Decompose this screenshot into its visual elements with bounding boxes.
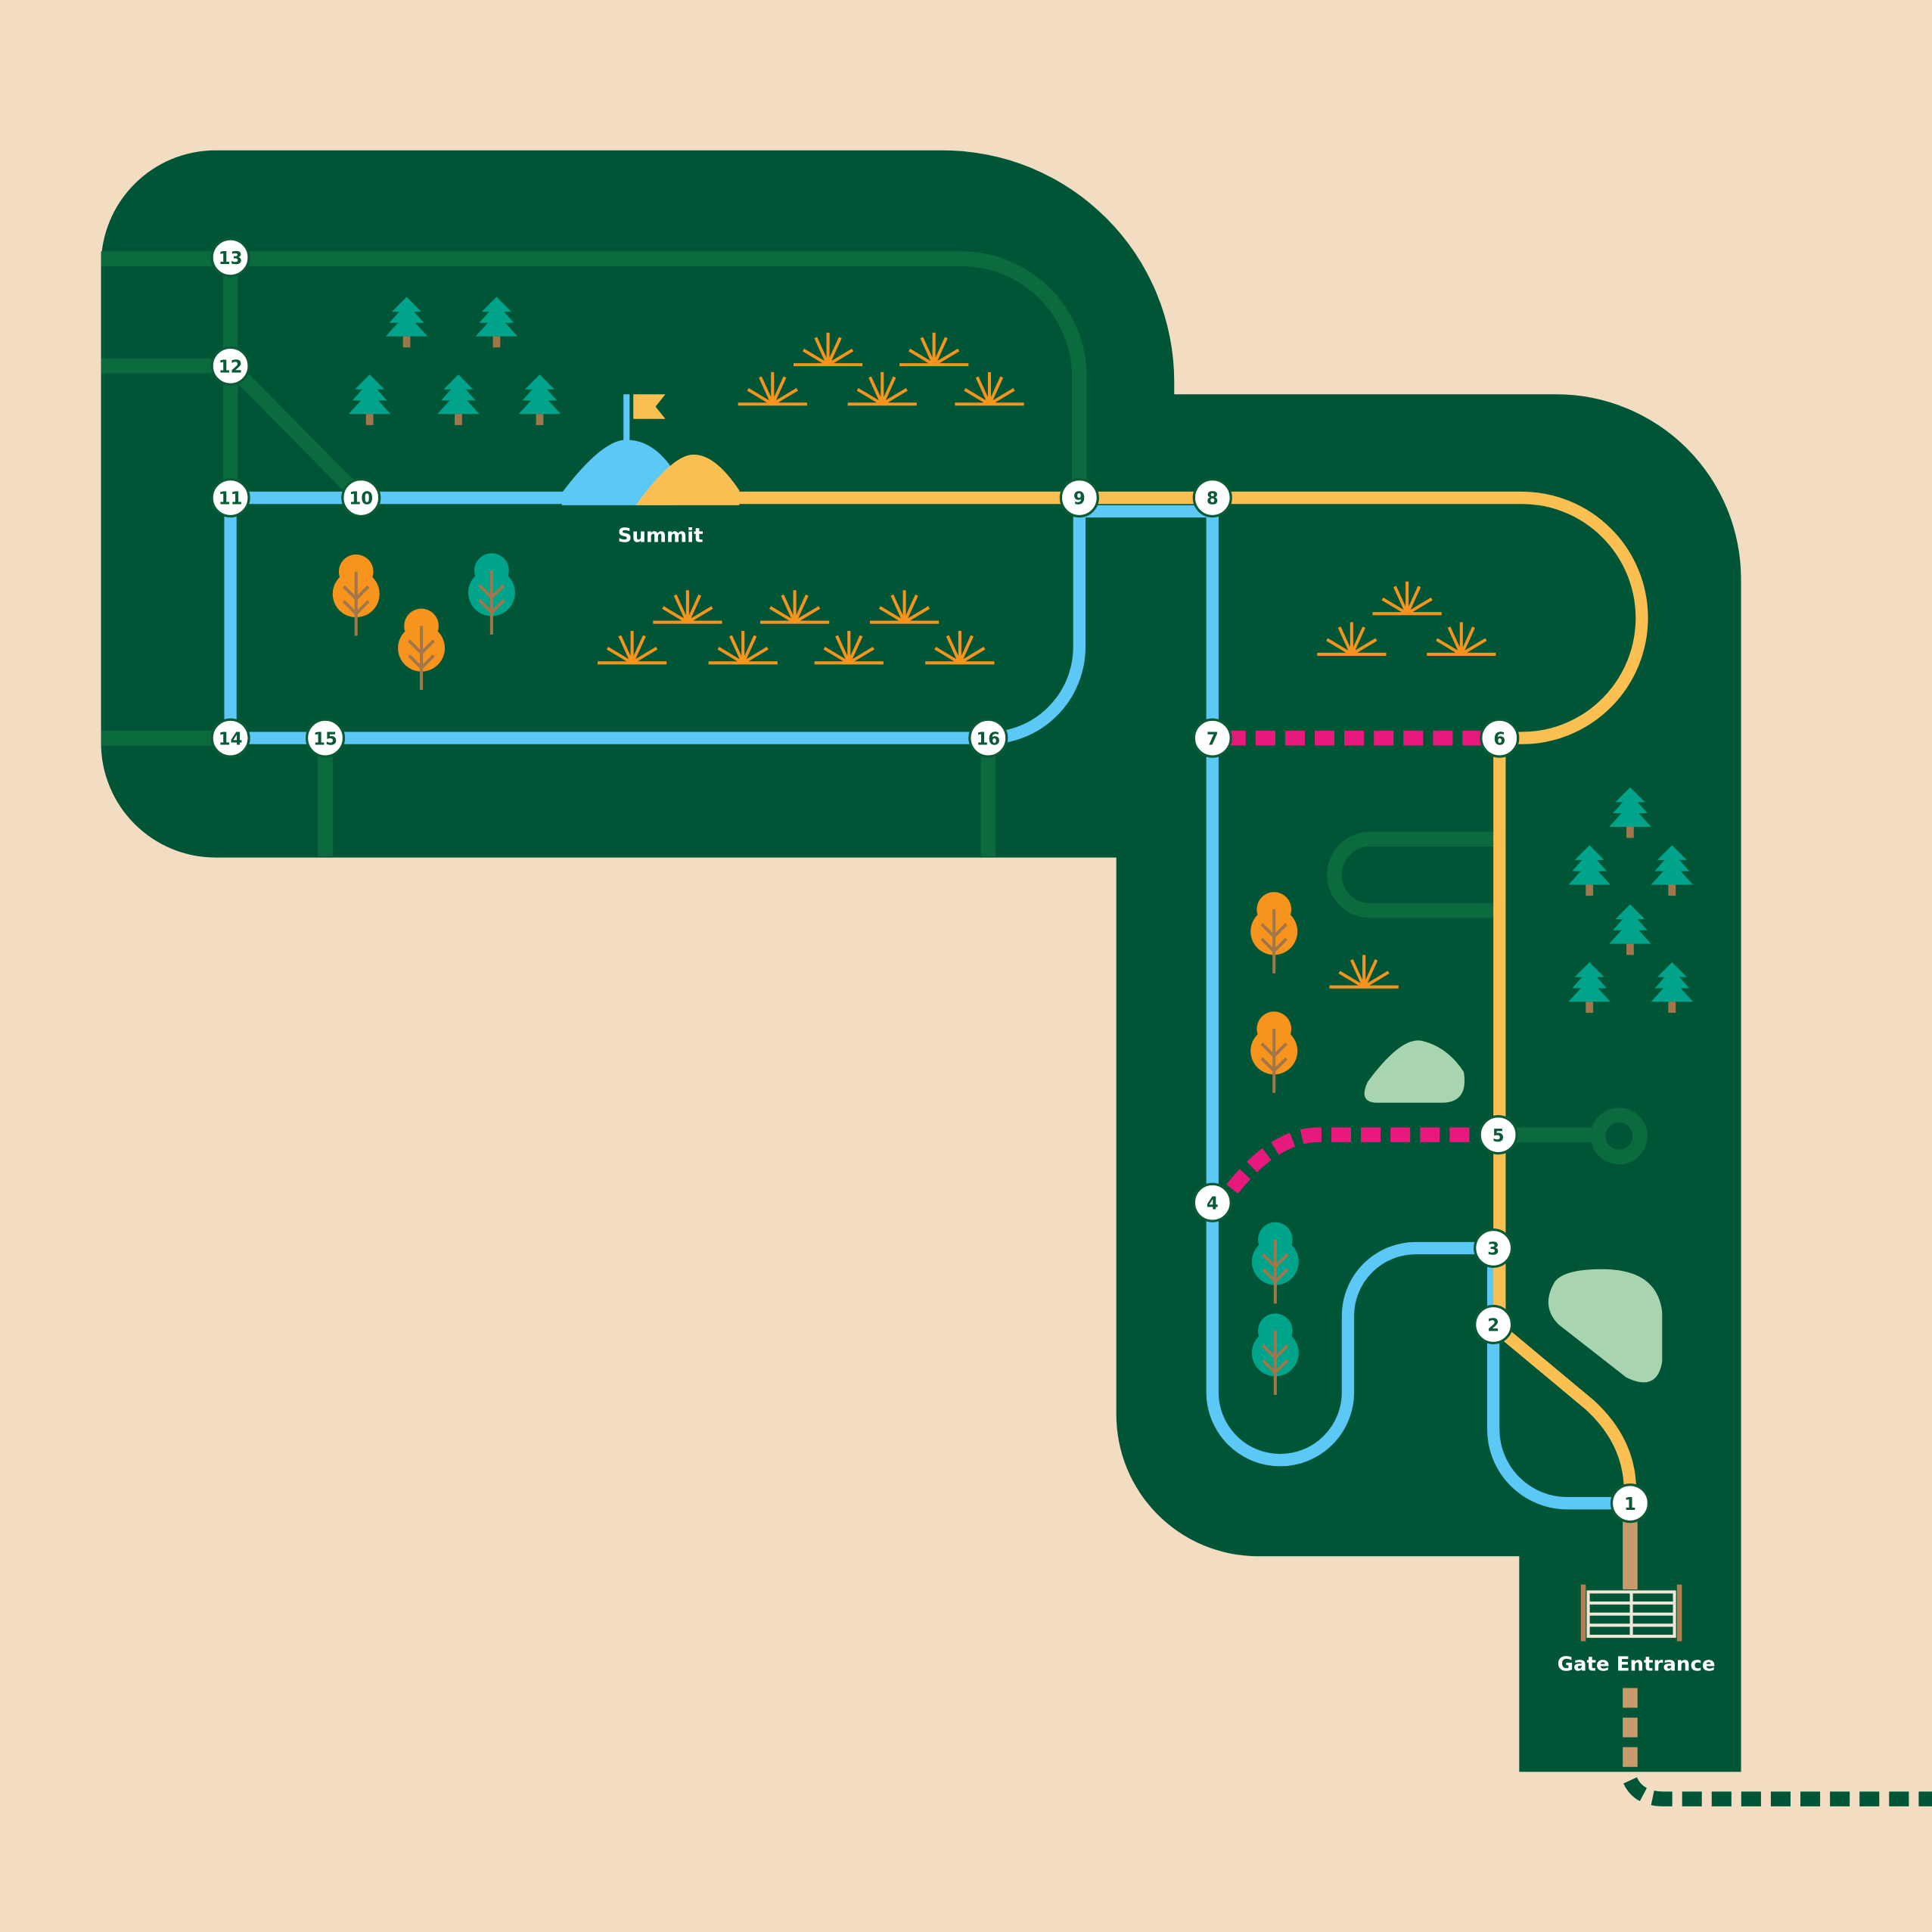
junction-1[interactable]: 1 <box>1610 1483 1650 1524</box>
junction-number: 9 <box>1073 489 1086 509</box>
junction-number: 3 <box>1487 1240 1499 1260</box>
gate-icon <box>1580 1584 1682 1642</box>
junction-4[interactable]: 4 <box>1192 1182 1232 1222</box>
junction-13[interactable]: 13 <box>210 238 250 278</box>
junction-marker <box>1610 1483 1650 1524</box>
junction-number: 14 <box>219 729 243 749</box>
junction-number: 1 <box>1624 1495 1636 1514</box>
junction-marker <box>1474 1228 1514 1269</box>
junction-marker <box>1478 1115 1518 1155</box>
junction-12[interactable]: 12 <box>210 346 250 386</box>
junction-3[interactable]: 3 <box>1474 1228 1514 1269</box>
junction-marker <box>1192 1182 1232 1222</box>
junction-number: 4 <box>1207 1194 1219 1213</box>
junction-number: 13 <box>219 249 243 269</box>
junction-number: 11 <box>219 489 243 509</box>
junction-marker <box>1192 718 1232 758</box>
junction-number: 15 <box>313 729 337 749</box>
summit-label: Summit <box>618 525 704 548</box>
junction-2[interactable]: 2 <box>1474 1304 1514 1345</box>
junction-number: 2 <box>1487 1316 1499 1336</box>
junction-marker <box>968 718 1008 758</box>
park-area <box>101 150 1741 1772</box>
junction-11[interactable]: 11 <box>210 477 250 518</box>
junction-number: 5 <box>1492 1126 1505 1146</box>
junction-marker <box>1192 477 1232 518</box>
junction-15[interactable]: 15 <box>305 718 346 758</box>
junction-marker <box>210 718 250 758</box>
junction-16[interactable]: 16 <box>968 718 1008 758</box>
junction-number: 12 <box>219 357 243 377</box>
junction-marker <box>1474 1304 1514 1345</box>
yellow-trail <box>727 491 1648 1492</box>
junction-marker <box>305 718 346 758</box>
junction-5[interactable]: 5 <box>1478 1115 1518 1155</box>
junction-14[interactable]: 14 <box>210 718 250 758</box>
summit-icon <box>561 394 740 505</box>
junction-marker <box>210 346 250 386</box>
junction-number: 10 <box>349 489 373 509</box>
junction-marker <box>1480 718 1520 758</box>
junction-7[interactable]: 7 <box>1192 718 1232 758</box>
junction-6[interactable]: 6 <box>1480 718 1520 758</box>
boulders <box>1364 1040 1663 1383</box>
junction-9[interactable]: 9 <box>1059 477 1099 518</box>
pink-trail <box>1225 730 1485 1194</box>
junction-number: 8 <box>1207 489 1219 509</box>
approach-path <box>1623 1776 1932 1806</box>
junction-10[interactable]: 10 <box>341 477 381 518</box>
junction-number: 7 <box>1207 729 1219 749</box>
junction-8[interactable]: 8 <box>1192 477 1232 518</box>
junction-number: 16 <box>976 729 1000 749</box>
junction-marker <box>1059 477 1099 518</box>
junction-number: 6 <box>1493 729 1505 749</box>
junction-marker <box>210 477 250 518</box>
junction-marker <box>210 238 250 278</box>
junction-marker <box>341 477 381 518</box>
gate-label: Gate Entrance <box>1558 1654 1716 1676</box>
